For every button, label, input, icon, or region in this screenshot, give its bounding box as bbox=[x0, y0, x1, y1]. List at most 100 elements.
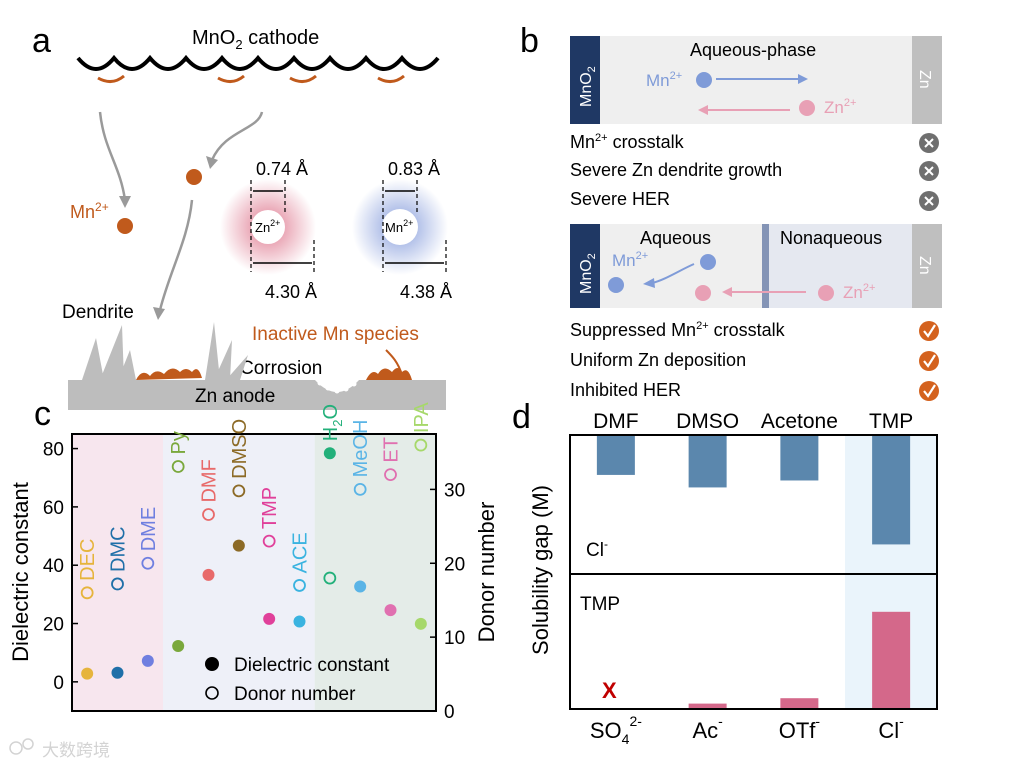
mn-ion-dot-1 bbox=[117, 218, 133, 234]
top-zn-label: Zn bbox=[916, 70, 933, 89]
dielectric-point-dec bbox=[81, 667, 94, 680]
panel-b: b MnO2 Zn Aqueous-phase Mn2+ Zn2+ Mn2+ c… bbox=[520, 22, 942, 401]
cl-bar-dmf bbox=[596, 436, 635, 475]
solvent-label-py: Py bbox=[168, 431, 190, 454]
dimension-arrows bbox=[253, 190, 444, 264]
d-anion-label-1: Ac- bbox=[692, 713, 723, 743]
mn-outer-radius: 4.38 Å bbox=[400, 282, 452, 302]
donor-point-tmp bbox=[262, 534, 276, 548]
panel-label-b: b bbox=[520, 22, 539, 60]
bottom-mn-return-arrow bbox=[651, 263, 695, 284]
zn-inner-radius: 0.74 Å bbox=[256, 159, 308, 179]
top-mn-arrowhead bbox=[798, 74, 808, 84]
top-mno2-electrode bbox=[570, 36, 600, 124]
bottom-zn-label: Zn bbox=[916, 256, 933, 275]
c-y2label: Donor number bbox=[474, 502, 499, 643]
chart-d-bottom-frame bbox=[569, 573, 938, 710]
arrowhead-1 bbox=[119, 196, 131, 208]
bottom-item-3: Inhibited HER bbox=[570, 380, 681, 400]
top-zn-arrowhead bbox=[698, 105, 708, 115]
donor-point-dec bbox=[80, 586, 94, 600]
d-category-3: TMP bbox=[869, 410, 913, 433]
solvent-label-dme: DME bbox=[138, 507, 160, 551]
d-anion-label-2: OTf- bbox=[779, 713, 821, 743]
corrosion-label: Corrosion bbox=[240, 358, 322, 379]
top-item-3: Severe HER bbox=[570, 189, 670, 209]
c-ytick-label: 80 bbox=[43, 440, 64, 461]
dissolution-arrow-2 bbox=[210, 111, 264, 161]
zn-outer-radius: 4.30 Å bbox=[265, 282, 317, 302]
donor-point-py bbox=[171, 460, 185, 473]
c-ytick-label: 40 bbox=[43, 556, 64, 577]
bottom-mn-arrowhead bbox=[643, 278, 655, 288]
solvent-label-tmp: TMP bbox=[259, 487, 281, 529]
bottom-item-2: Uniform Zn deposition bbox=[570, 350, 746, 370]
corrosion-bubbles bbox=[317, 380, 357, 394]
bottom-zn-dot-2 bbox=[818, 285, 834, 301]
arrowhead-3 bbox=[153, 307, 165, 320]
panel-label-a: a bbox=[32, 22, 51, 60]
dielectric-point-dmc bbox=[111, 666, 124, 679]
solvent-label-ace: ACE bbox=[290, 532, 312, 573]
zn-anode-label: Zn anode bbox=[195, 386, 275, 407]
top-mn-ion-label: Mn2+ bbox=[646, 70, 682, 90]
c-ytick-label: 60 bbox=[43, 498, 64, 519]
mn-species-right bbox=[366, 368, 412, 380]
bottom-zn-dot-1 bbox=[695, 285, 711, 301]
c-ytick-label: 20 bbox=[43, 615, 64, 636]
series-label-cl: Cl- bbox=[586, 537, 608, 561]
cathode-electrode bbox=[76, 54, 440, 71]
aqueous-phase-label: Aqueous-phase bbox=[690, 40, 816, 60]
top-mno2-label: MnO2 bbox=[578, 66, 598, 107]
donor-point-dmso bbox=[232, 484, 246, 498]
c-y2tick-label: 30 bbox=[444, 480, 465, 501]
dielectric-point-meoh bbox=[354, 580, 367, 593]
c-ylabel: Dielectric constant bbox=[8, 482, 33, 662]
top-mn-dot bbox=[696, 72, 712, 88]
d-category-0: DMF bbox=[593, 410, 639, 433]
solvent-label-dec: DEC bbox=[77, 539, 99, 581]
dielectric-point-h2o bbox=[323, 447, 336, 460]
mn-ion-core-label: Mn2+ bbox=[385, 218, 413, 235]
mn-species-left bbox=[136, 368, 202, 380]
dielectric-point-dme bbox=[141, 654, 154, 667]
mn-deposit-4 bbox=[377, 74, 405, 83]
d-category-1: DMSO bbox=[676, 410, 739, 433]
cross-icon bbox=[919, 133, 939, 153]
solvent-label-dmf: DMF bbox=[199, 459, 221, 502]
d-category-2: Acetone bbox=[761, 410, 838, 433]
series-label-tmp: TMP bbox=[580, 594, 620, 615]
donor-point-h2o bbox=[323, 571, 337, 585]
dielectric-point-ace bbox=[293, 615, 306, 628]
check-icon bbox=[919, 321, 939, 341]
solvent-label-meoh: MeOH bbox=[350, 420, 372, 478]
mn-deposit-1 bbox=[97, 74, 125, 83]
check-icon bbox=[919, 351, 939, 371]
cl-bar-acetone bbox=[780, 436, 819, 481]
solvent-label-dmso: DMSO bbox=[229, 419, 251, 479]
bottom-mn-ion-label: Mn2+ bbox=[612, 250, 648, 270]
d-anion-label-3: Cl- bbox=[878, 713, 904, 743]
inactive-mn-label: Inactive Mn species bbox=[252, 324, 419, 345]
nonaqueous-label: Nonaqueous bbox=[780, 228, 882, 248]
legend-dielectric: Dielectric constant bbox=[234, 655, 390, 676]
mn-ion-core bbox=[382, 209, 418, 245]
check-icon bbox=[919, 381, 939, 401]
panel-label-c: c bbox=[34, 395, 51, 433]
dielectric-point-tmp bbox=[263, 612, 276, 625]
mn-deposit-2 bbox=[217, 74, 245, 83]
bottom-mno2-label: MnO2 bbox=[578, 253, 598, 294]
c-y2tick-label: 20 bbox=[444, 554, 465, 575]
tmp-bar-tmp bbox=[872, 611, 911, 709]
svg-text:大数跨境: 大数跨境 bbox=[42, 741, 110, 761]
dielectric-point-dmso bbox=[232, 539, 245, 552]
zn-radius-markers bbox=[250, 180, 447, 272]
cl-bar-tmp bbox=[872, 436, 911, 545]
missing-marker: X bbox=[602, 678, 617, 703]
solvent-label-et: ET bbox=[381, 437, 403, 463]
legend-filled-marker bbox=[205, 657, 219, 671]
c-ytick-label: 0 bbox=[53, 673, 64, 694]
